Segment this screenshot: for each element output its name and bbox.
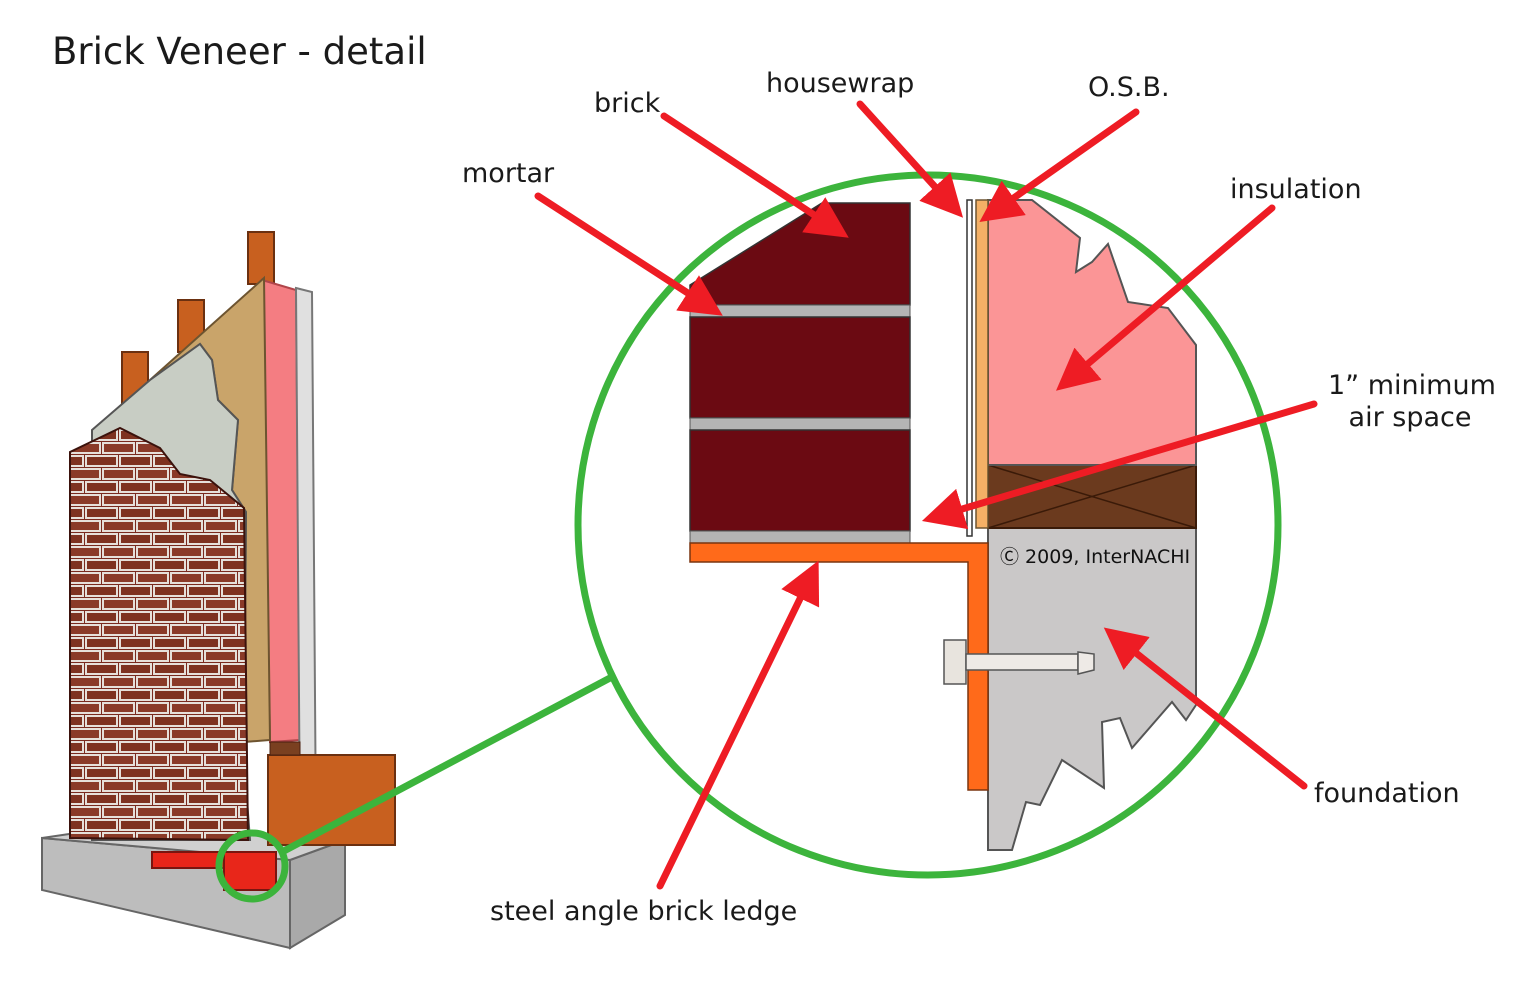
copyright-notice: Ⓒ 2009, InterNACHI [1000,546,1191,568]
wall-assembly-illustration [41,231,396,950]
label-air-space-line1: 1” minimum [1328,370,1496,401]
label-air-space: 1” minimum air space [1328,370,1496,435]
label-air-space-line2: air space [1348,402,1472,434]
arrow-osb [979,108,1140,223]
detail-callout-circle [215,829,289,903]
rim-joist-cross-b [987,464,1197,529]
anchor-bolt-shaft [965,653,1079,671]
label-osb: O.S.B. [1088,72,1170,103]
mortar-joint-2 [689,417,911,431]
label-housewrap: housewrap [766,68,915,99]
rim-joist-top [269,741,301,756]
brick-veneer [69,426,250,842]
brick-course-bottom [689,429,911,532]
label-brick: brick [594,88,661,119]
detail-section [689,199,1197,851]
arrow-air-space [921,400,1318,530]
foundation-section [987,527,1197,851]
callout-connector-line [280,674,612,856]
label-mortar: mortar [462,158,555,189]
arrow-foundation [1103,627,1308,790]
arrow-steel-angle [656,560,820,890]
label-foundation: foundation [1314,778,1460,809]
rim-joist [267,754,396,846]
diagram-title: Brick Veneer - detail [52,30,427,73]
steel-angle-section [689,542,989,791]
stud-top-1 [247,231,275,285]
label-insulation: insulation [1230,174,1362,205]
arrow-housewrap [856,100,964,218]
osb-section [975,199,989,529]
brick-course-top [689,202,911,306]
insulation-section [987,199,1197,466]
label-arrows [534,100,1318,890]
arrow-brick [660,112,849,238]
mortar-joint-1 [689,304,911,318]
anchor-bolt-tip [1077,651,1095,675]
arrow-mortar [534,192,723,316]
label-steel-angle: steel angle brick ledge [490,896,798,927]
steel-angle-vertical [223,851,277,891]
arrow-insulation [1055,204,1276,391]
anchor-bolt-nut [943,639,967,685]
mortar-joint-3 [689,530,911,544]
housewrap-section [966,199,973,537]
brick-course-middle [689,316,911,419]
